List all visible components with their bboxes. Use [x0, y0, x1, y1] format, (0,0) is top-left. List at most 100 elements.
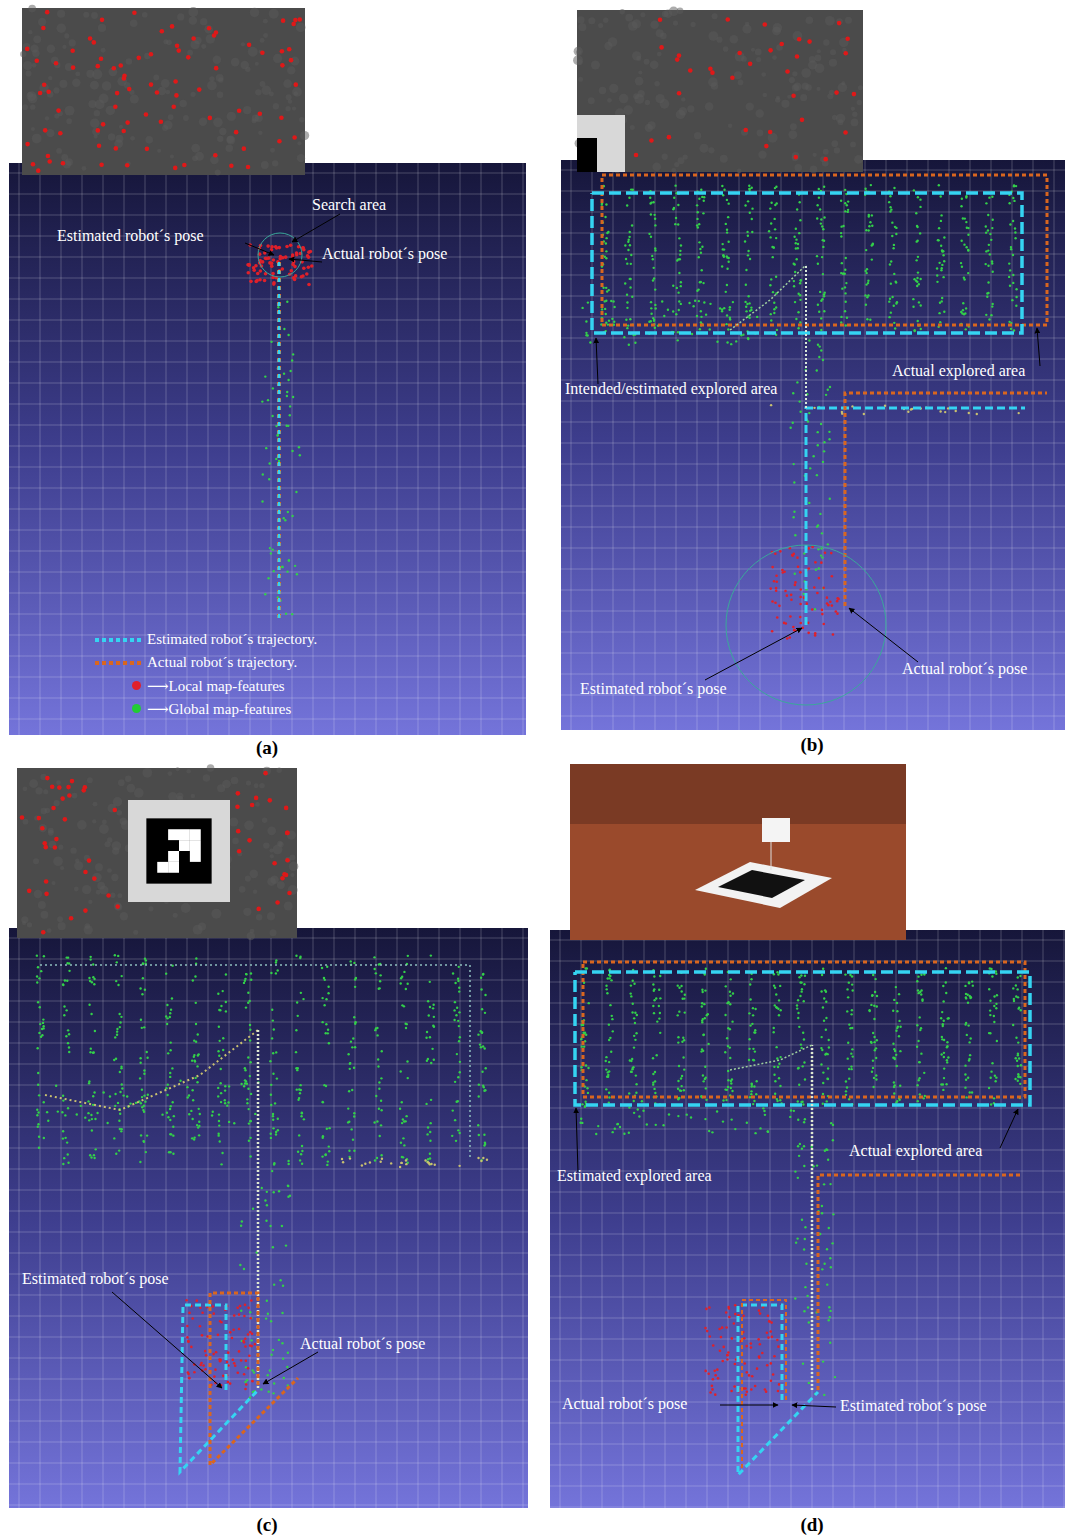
feature-dot [121, 1083, 123, 1085]
feature-dot [940, 269, 942, 271]
feature-dot [822, 1006, 824, 1008]
feature-dot [328, 1150, 330, 1152]
feature-dot [220, 1092, 222, 1094]
feature-dot [749, 188, 751, 190]
feature-dot [272, 387, 274, 389]
feature-dot [228, 1121, 230, 1123]
feature-dot [865, 283, 867, 285]
feature-dot [250, 1339, 252, 1341]
feature-dot [778, 1014, 780, 1016]
feature-dot [380, 1124, 382, 1126]
feature-dot [749, 998, 751, 1000]
feature-dot [852, 1055, 854, 1057]
feature-dot [296, 1088, 298, 1090]
feature-dot [169, 1072, 171, 1074]
feature-dot [633, 1046, 635, 1048]
feature-dot [939, 321, 941, 323]
feature-dot [380, 1099, 382, 1101]
feature-dot [298, 446, 300, 448]
feature-dot [456, 1006, 458, 1008]
feature-dot [322, 1137, 324, 1139]
feature-dot [988, 196, 990, 198]
feature-dot [747, 200, 749, 202]
feature-dot [940, 214, 942, 216]
feature-dot [683, 1039, 685, 1041]
feature-dot [126, 1095, 128, 1097]
feature-dot [793, 481, 795, 483]
feature-dot [380, 1109, 382, 1111]
feature-dot [729, 306, 731, 308]
feature-dot [1012, 220, 1014, 222]
feature-dot [115, 1153, 117, 1155]
feature-dot [267, 1313, 269, 1315]
feature-dot [323, 1084, 325, 1086]
feature-dot [696, 315, 698, 317]
feature-dot [240, 1083, 242, 1085]
figure-part [550, 1045, 1065, 1046]
feature-dot [454, 1119, 456, 1121]
feature-dot [1012, 282, 1014, 284]
figure-part [9, 467, 526, 468]
feature-dot [705, 313, 707, 315]
feature-dot [295, 1029, 297, 1031]
feature-dot [749, 310, 751, 312]
panel-grounds [9, 160, 1065, 1508]
feature-dot [373, 968, 375, 970]
feature-dot [849, 974, 851, 976]
feature-dot [683, 1089, 685, 1091]
feature-dot [751, 207, 753, 209]
feature-dot [146, 1051, 148, 1053]
feature-dot [299, 1159, 301, 1161]
feature-dot [727, 1070, 729, 1072]
feature-dot [585, 1064, 587, 1066]
feature-dot [287, 1160, 289, 1162]
figure-part [571, 160, 572, 730]
feature-dot [299, 1092, 301, 1094]
feature-dot [403, 971, 405, 973]
feature-dot [816, 204, 818, 206]
feature-dot [375, 972, 377, 974]
feature-dot [846, 1010, 848, 1012]
feature-dot [727, 241, 729, 243]
feature-dot [434, 1164, 436, 1166]
feature-dot [822, 1082, 824, 1084]
feature-dot [816, 217, 818, 219]
feature-dot [721, 185, 723, 187]
feature-dot [611, 1015, 613, 1017]
feature-dot [353, 1115, 355, 1117]
feature-dot [672, 285, 674, 287]
feature-dot [248, 1139, 250, 1141]
feature-dot [795, 318, 797, 320]
feature-dot [62, 1099, 64, 1101]
feature-dot [919, 206, 921, 208]
feature-dot [37, 1126, 39, 1128]
feature-dot [745, 306, 747, 308]
feature-dot [477, 1124, 479, 1126]
feature-dot [405, 1163, 407, 1165]
grid [550, 930, 1065, 1508]
figure-part [9, 1484, 528, 1485]
feature-dot [224, 1102, 226, 1104]
feature-dot [192, 979, 194, 981]
feature-dot [799, 321, 801, 323]
feature-dot [698, 300, 700, 302]
feature-dot [297, 1099, 299, 1101]
feature-dot [700, 281, 702, 283]
feature-dot [963, 243, 965, 245]
feature-dot [143, 1110, 145, 1112]
feature-dot [991, 303, 993, 305]
feature-dot [890, 282, 892, 284]
feature-dot [808, 502, 810, 504]
feature-dot [990, 314, 992, 316]
feature-dot [349, 1062, 351, 1064]
feature-dot [888, 316, 890, 318]
feature-dot [654, 249, 656, 251]
feature-dot [605, 1068, 607, 1070]
feature-dot [844, 286, 846, 288]
feature-dot [349, 1068, 351, 1070]
figure-part [550, 1507, 1065, 1508]
figure-part [9, 719, 526, 720]
feature-dot [944, 411, 946, 413]
feature-dot [745, 269, 747, 271]
figure-part [124, 163, 125, 735]
